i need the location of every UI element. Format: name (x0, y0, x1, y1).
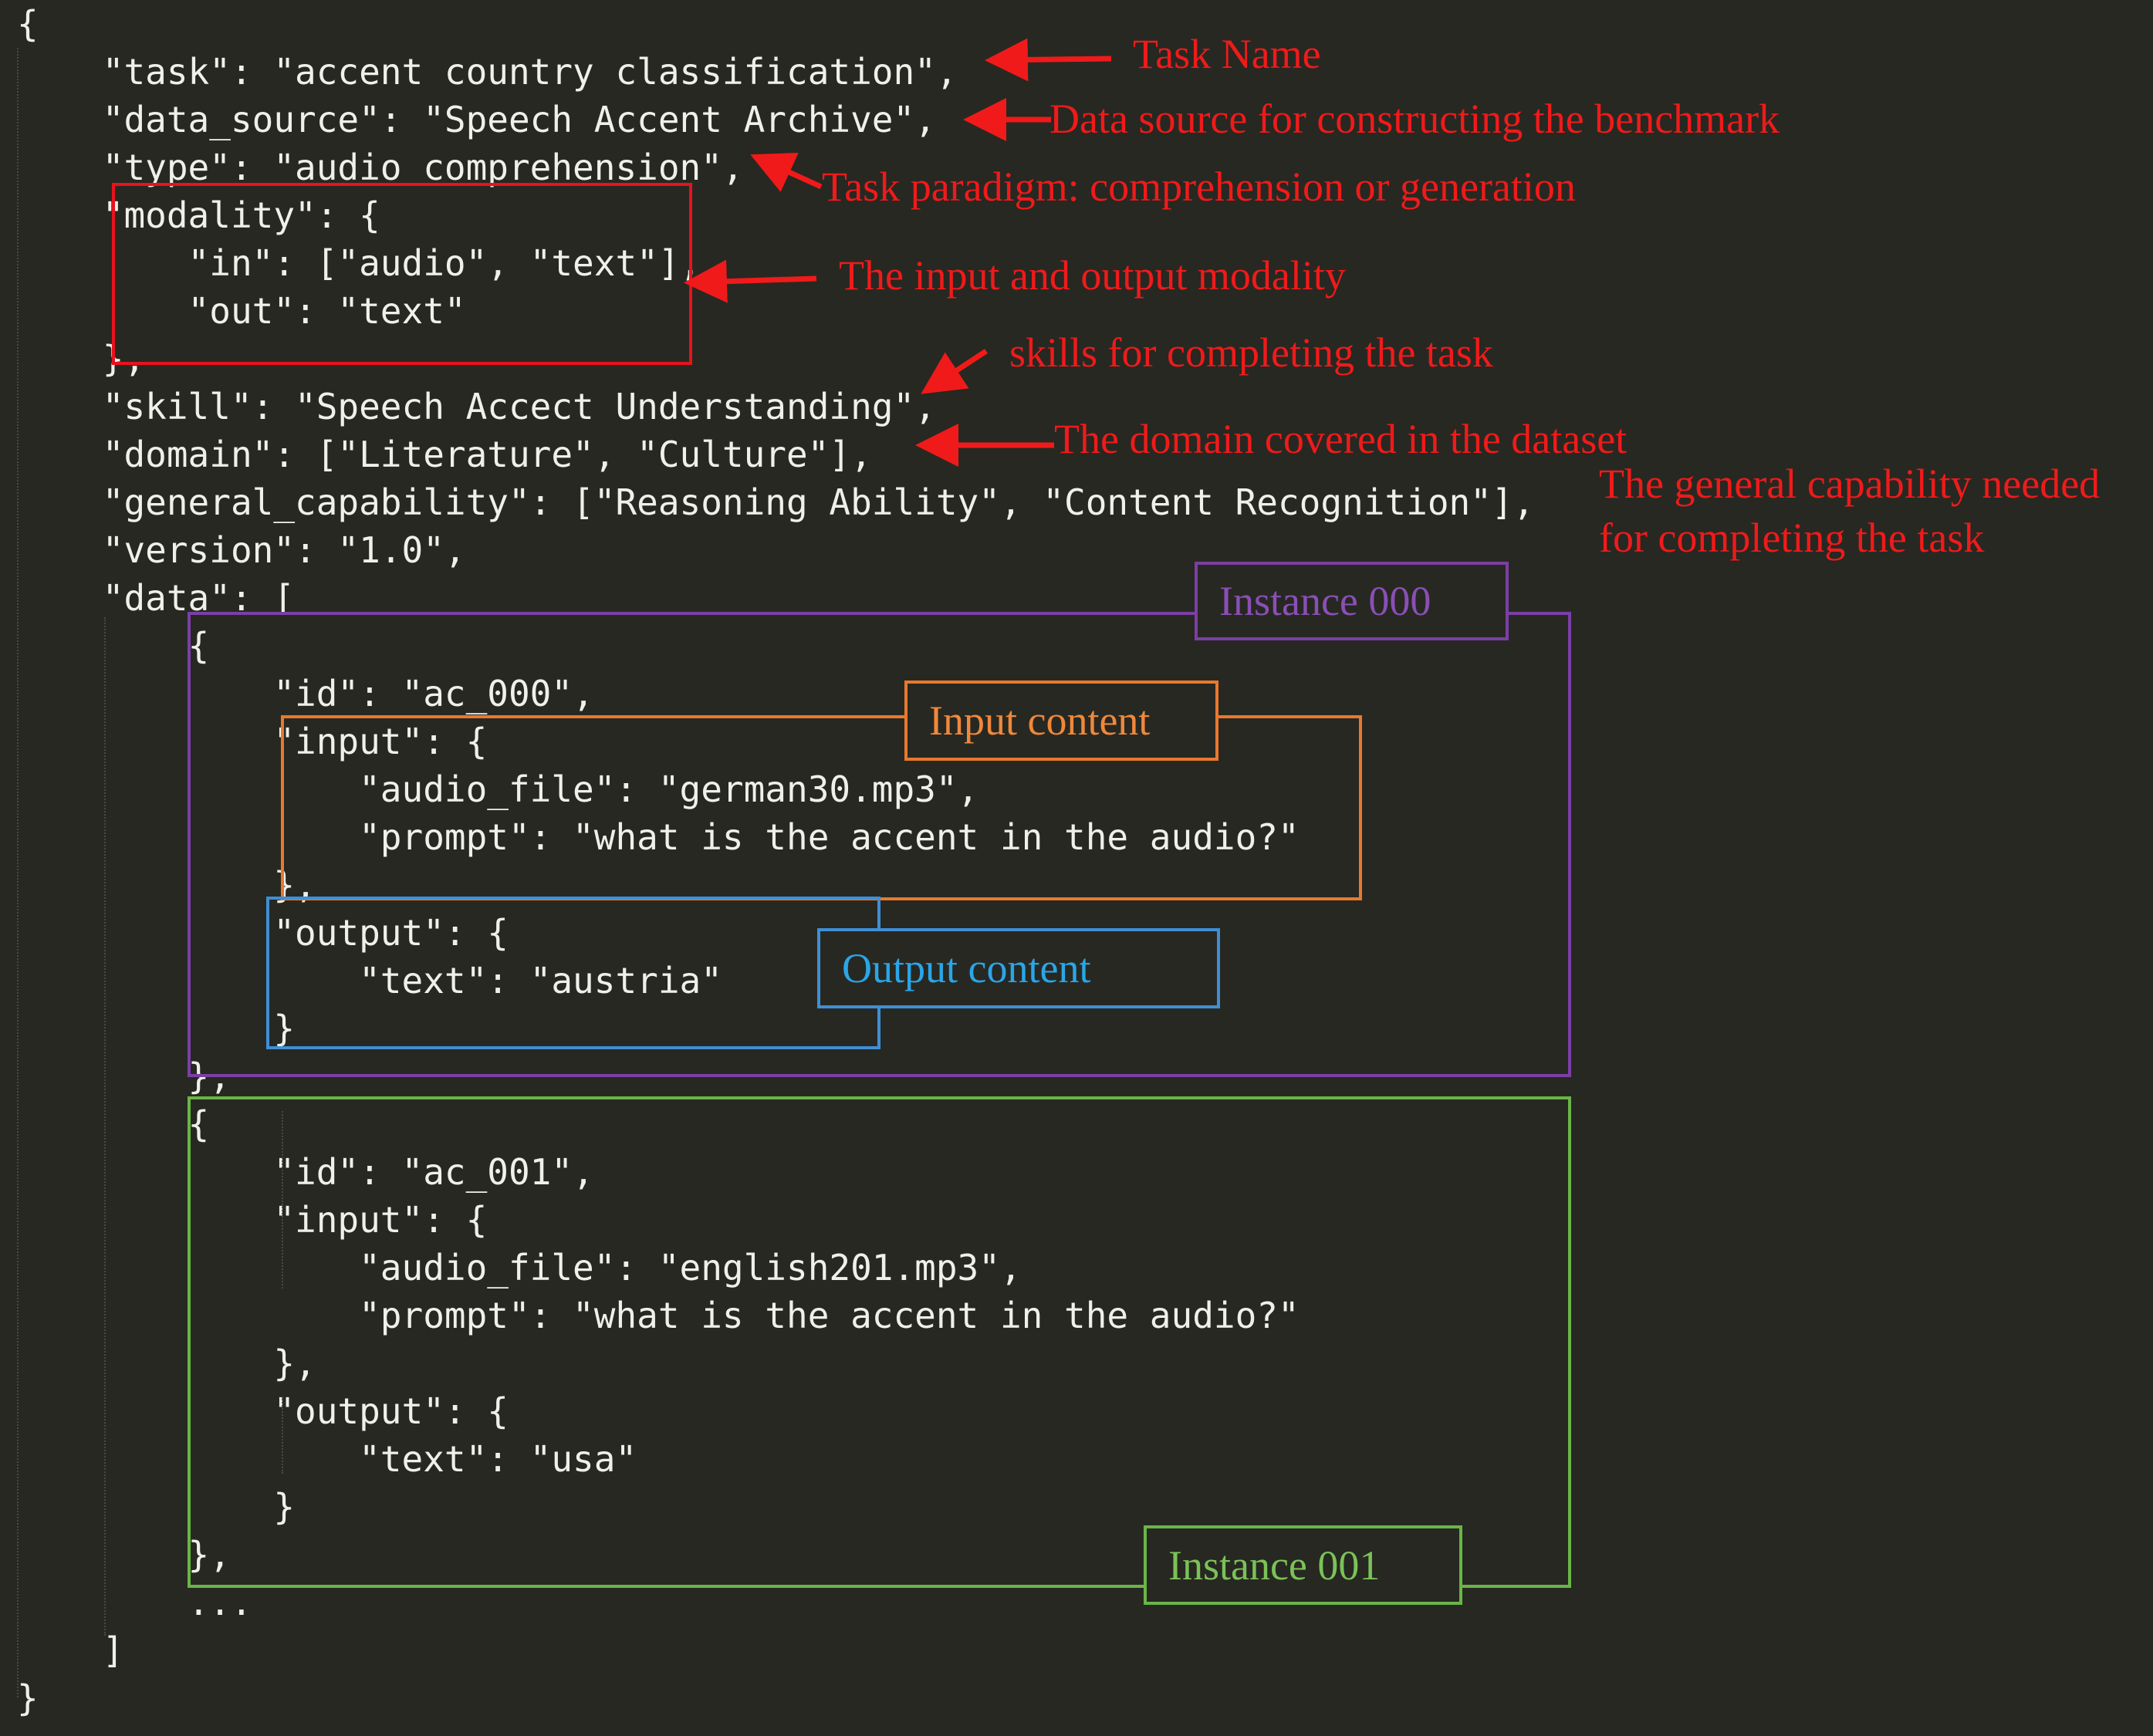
input-content-label: Input content (904, 681, 1218, 761)
code-line: "data_source": "Speech Accent Archive", (17, 99, 936, 140)
code-line: "output": { (17, 1390, 509, 1432)
task-paradigm-annotation: Task paradigm: comprehension or generati… (822, 164, 1576, 210)
general-capability-annotation-line1: The general capability needed (1599, 461, 2101, 507)
instance-000-box (188, 612, 1571, 1077)
output-content-label: Output content (817, 928, 1220, 1008)
indent-guide (282, 1397, 283, 1474)
code-line: ... (17, 1582, 252, 1623)
task-name-arrow (985, 38, 1112, 82)
code-line: { (17, 3, 39, 45)
code-line: "prompt": "what is the accent in the aud… (17, 1295, 1300, 1336)
code-line: "audio_file": "german30.mp3", (17, 768, 979, 810)
code-line: }, (17, 1343, 316, 1384)
code-line: }, (17, 1534, 231, 1576)
instance-001-box (188, 1096, 1571, 1588)
code-line: "text": "austria" (17, 960, 722, 1001)
code-line: "text": "usa" (17, 1438, 637, 1480)
code-line: "id": "ac_001", (17, 1151, 594, 1193)
code-line: { (17, 1103, 210, 1145)
instance-001-label: Instance 001 (1144, 1525, 1462, 1605)
code-line: "out": "text" (17, 290, 466, 332)
code-line: "general_capability": ["Reasoning Abilit… (17, 481, 1535, 523)
general-capability-annotation-line2: for completing the task (1599, 515, 1985, 561)
code-line: "in": ["audio", "text"], (17, 242, 701, 284)
skills-annotation: skills for completing the task (1009, 329, 1493, 376)
code-line: "output": { (17, 912, 509, 954)
code-line: "task": "accent country classification", (17, 51, 958, 93)
indent-guide (104, 617, 106, 1636)
code-line: "input": { (17, 1199, 488, 1241)
code-line: ] (17, 1630, 124, 1671)
code-line: "modality": { (17, 194, 380, 236)
code-line: }, (17, 338, 146, 380)
code-line: } (17, 1677, 39, 1719)
instance-000-label: Instance 000 (1195, 562, 1509, 640)
indent-guide (282, 1111, 283, 1288)
code-line: { (17, 625, 210, 667)
task-name-annotation: Task Name (1133, 31, 1321, 77)
modality-annotation: The input and output modality (839, 252, 1346, 299)
code-line: "type": "audio comprehension", (17, 147, 744, 188)
code-line: "domain": ["Literature", "Culture"], (17, 434, 872, 475)
code-line: "prompt": "what is the accent in the aud… (17, 816, 1300, 858)
code-line: "id": "ac_000", (17, 673, 594, 714)
skills-arrow (921, 349, 988, 394)
code-line: "audio_file": "english201.mp3", (17, 1247, 1022, 1288)
code-line: "input": { (17, 721, 488, 762)
indent-guide (17, 48, 19, 1697)
modality-arrow (684, 259, 817, 303)
code-line: "skill": "Speech Accect Understanding", (17, 386, 936, 427)
code-line: "version": "1.0", (17, 529, 466, 571)
code-line: } (17, 1008, 296, 1049)
task-paradigm-arrow (750, 152, 823, 192)
data-source-annotation: Data source for constructing the benchma… (1049, 96, 1780, 142)
code-line: } (17, 1486, 296, 1528)
domain-annotation: The domain covered in the dataset (1054, 416, 1627, 462)
